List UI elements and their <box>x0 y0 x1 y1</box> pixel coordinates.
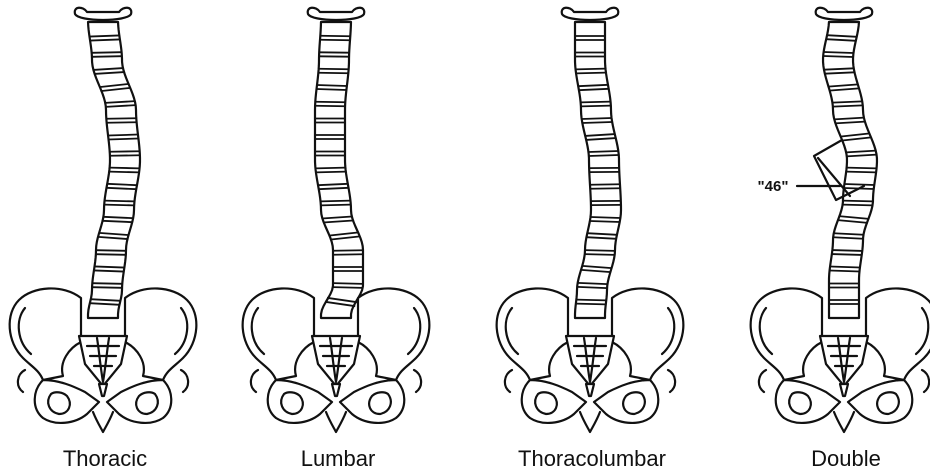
angle-value-label: "46" <box>758 178 789 195</box>
vertebral-column <box>88 22 140 318</box>
double-spine-figure <box>751 8 930 432</box>
thoracic-label: Thoracic <box>63 446 147 471</box>
labels-layer: Thoracic Lumbar Thoracolumbar Double <box>63 446 881 471</box>
lumbar-label: Lumbar <box>301 446 376 471</box>
thoracic-spine-figure <box>10 8 197 432</box>
double-label: Double <box>811 446 881 471</box>
vertebral-column <box>823 22 877 318</box>
atlas-vertebra <box>816 8 873 20</box>
vertebral-column <box>315 22 363 318</box>
figures-layer <box>10 8 930 432</box>
thoracolumbar-spine-figure <box>497 8 684 432</box>
thoracolumbar-label: Thoracolumbar <box>518 446 666 471</box>
lumbar-spine-figure <box>243 8 430 432</box>
vertebral-column <box>575 22 621 318</box>
atlas-vertebra <box>562 8 619 20</box>
atlas-vertebra <box>75 8 132 20</box>
atlas-vertebra <box>308 8 365 20</box>
